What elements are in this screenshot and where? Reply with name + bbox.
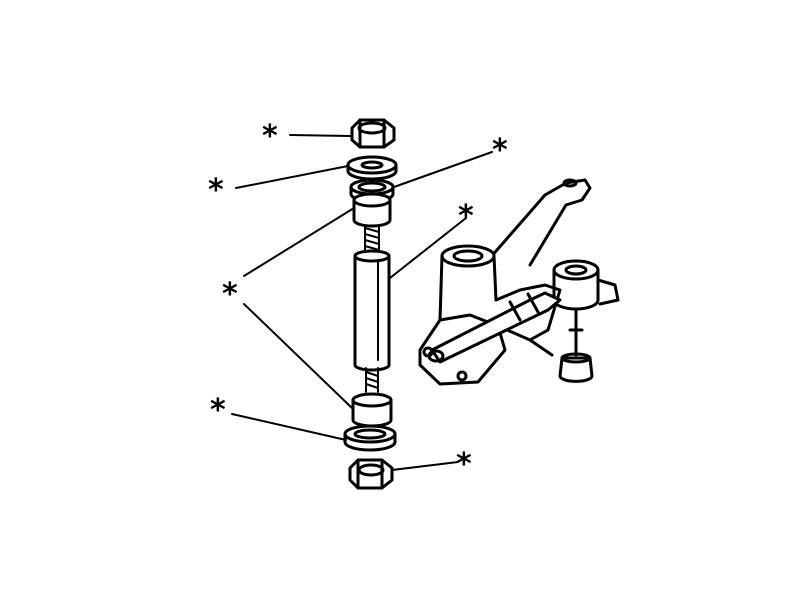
upper-nut (350, 118, 396, 149)
upper-bushing (352, 192, 392, 228)
upper-washer (346, 155, 398, 181)
stud-thread-bottom (365, 367, 379, 393)
stud-thread-top (364, 225, 380, 253)
upper-collar (349, 178, 395, 203)
callout-marker: * (456, 447, 472, 482)
lower-nut (348, 458, 394, 490)
callout-marker: * (222, 277, 238, 312)
callout-marker: * (262, 119, 278, 154)
spacer-sleeve (353, 249, 391, 372)
callout-marker: * (210, 393, 226, 428)
lower-washer (343, 424, 397, 452)
callout-marker: * (208, 173, 224, 208)
lower-bushing (351, 392, 393, 428)
callout-marker: * (492, 133, 508, 168)
callout-marker: * (458, 199, 474, 234)
leader-lines (231, 134, 493, 471)
steering-knuckle-assembly (418, 178, 620, 386)
